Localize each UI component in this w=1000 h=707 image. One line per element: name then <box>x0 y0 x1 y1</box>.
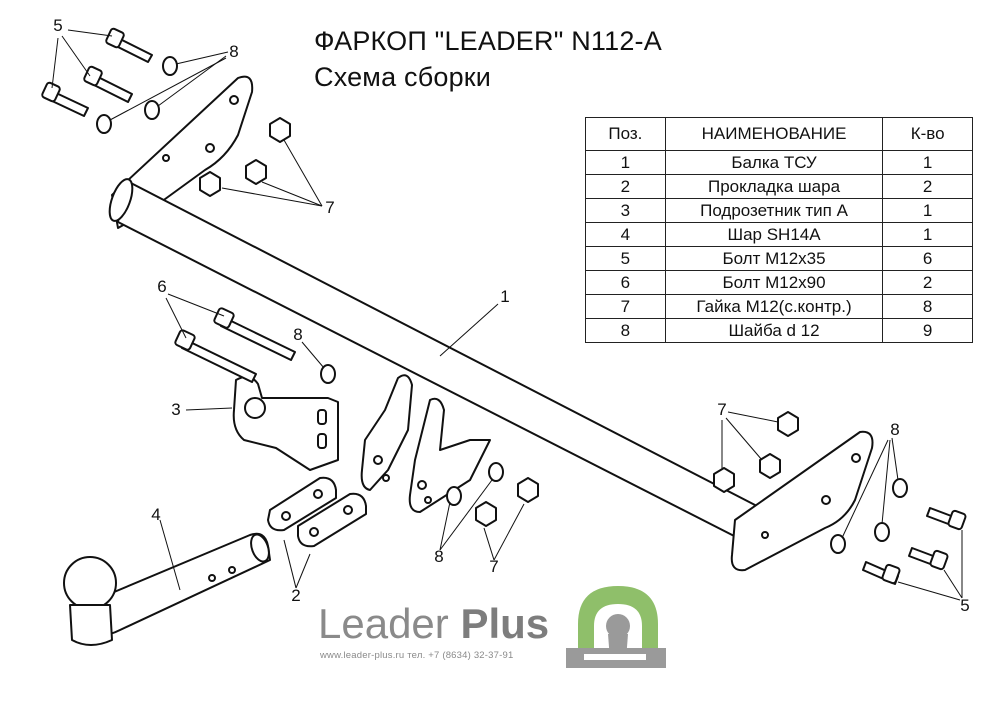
center-bracket-left <box>360 374 413 491</box>
cell-position: 2 <box>585 174 666 199</box>
callout-7-top: 7 <box>325 198 335 217</box>
table-row: 4 Шар SH14A 1 <box>585 222 973 247</box>
callout-4-ball-mount: 4 <box>151 505 161 524</box>
cell-position: 5 <box>585 246 666 271</box>
cell-position: 4 <box>585 222 666 247</box>
callout-6-long-bolts: 6 <box>157 277 167 296</box>
callout-8-center: 8 <box>434 547 444 566</box>
table-row: 6 Болт М12х90 2 <box>585 270 973 295</box>
brand-name-bold: Plus <box>460 600 550 647</box>
table-row: 1 Балка ТСУ 1 <box>585 150 973 175</box>
cell-name: Гайка М12(с.контр.) <box>664 294 884 319</box>
cell-position: 3 <box>585 198 666 223</box>
leader-plus-logo-mark <box>566 586 666 668</box>
cell-name: Шайба d 12 <box>664 318 884 343</box>
header-quantity: К-во <box>882 117 973 151</box>
parts-table: Поз. НАИМЕНОВАНИЕ К-во 1 Балка ТСУ 1 2 П… <box>585 117 973 343</box>
cell-position: 1 <box>585 150 666 175</box>
short-bolt-br-2 <box>908 547 949 571</box>
cell-quantity: 1 <box>882 222 973 247</box>
callout-2-spacers: 2 <box>291 586 301 605</box>
brand-name: Leader Plus <box>318 600 549 648</box>
callout-8-right: 8 <box>890 420 900 439</box>
callout-7-right: 7 <box>717 400 727 419</box>
callout-8-top-left: 8 <box>229 42 239 61</box>
right-mounting-bracket <box>730 430 874 572</box>
brand-name-light: Leader <box>318 600 449 647</box>
callout-3-socket-bracket: 3 <box>171 400 181 419</box>
cell-quantity: 8 <box>882 294 973 319</box>
header-name: НАИМЕНОВАНИЕ <box>664 117 884 151</box>
callout-5-bottom-right: 5 <box>960 596 970 615</box>
short-bolt-tl-3 <box>41 81 89 117</box>
cell-position: 7 <box>585 294 666 319</box>
contact-info: www.leader-plus.ru тел. +7 (8634) 32-37-… <box>320 650 514 661</box>
cell-position: 8 <box>585 318 666 343</box>
cell-name: Балка ТСУ <box>664 150 884 175</box>
short-bolt-br-1 <box>926 507 967 531</box>
table-row: 8 Шайба d 12 9 <box>585 318 973 343</box>
header-position: Поз. <box>585 117 666 151</box>
cell-name: Болт М12х35 <box>664 246 884 271</box>
callout-5-top-left: 5 <box>53 16 63 35</box>
cell-quantity: 2 <box>882 270 973 295</box>
center-bracket-right <box>408 397 491 513</box>
table-header-row: Поз. НАИМЕНОВАНИЕ К-во <box>585 117 973 151</box>
short-bolt-tl-1 <box>105 27 153 63</box>
cell-position: 6 <box>585 270 666 295</box>
cell-quantity: 1 <box>882 150 973 175</box>
short-bolt-tl-2 <box>83 65 133 103</box>
diagram-subtitle: Схема сборки <box>314 62 492 92</box>
table-row: 3 Подрозетник тип А 1 <box>585 198 973 223</box>
cell-name: Прокладка шара <box>664 174 884 199</box>
left-mounting-bracket <box>111 75 254 229</box>
diagram-title: ФАРКОП "LEADER" N112-A <box>314 26 662 56</box>
long-bolt-1 <box>213 307 296 361</box>
cell-name: Шар SH14A <box>664 222 884 247</box>
callout-1-beam: 1 <box>500 287 510 306</box>
ball-mount-arm <box>91 532 271 636</box>
tow-ball <box>63 556 117 610</box>
cell-quantity: 2 <box>882 174 973 199</box>
cell-quantity: 1 <box>882 198 973 223</box>
cell-quantity: 6 <box>882 246 973 271</box>
short-bolt-br-3 <box>862 561 901 585</box>
nuts <box>199 117 799 527</box>
cell-quantity: 9 <box>882 318 973 343</box>
cell-name: Болт М12х90 <box>664 270 884 295</box>
callout-8-socket: 8 <box>293 325 303 344</box>
callout-7-center: 7 <box>489 557 499 576</box>
long-bolt-2 <box>174 329 257 383</box>
leader-lines <box>51 29 963 601</box>
table-row: 5 Болт М12х35 6 <box>585 246 973 271</box>
washers <box>96 56 908 554</box>
cell-name: Подрозетник тип А <box>664 198 884 223</box>
table-row: 2 Прокладка шара 2 <box>585 174 973 199</box>
table-row: 7 Гайка М12(с.контр.) 8 <box>585 294 973 319</box>
